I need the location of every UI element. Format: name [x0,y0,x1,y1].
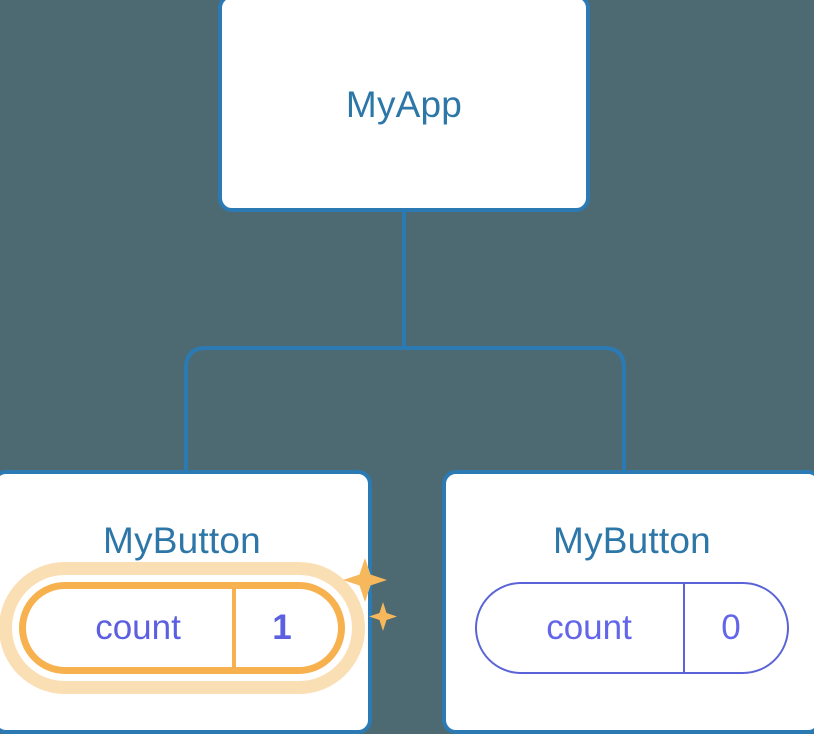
prop-pill-wrap-0: count 1 [0,558,397,674]
prop-key-0: count [95,608,181,647]
node-title-myapp: MyApp [345,84,463,125]
node-myapp[interactable]: MyApp [218,0,590,212]
node-title-mybutton-1: MyButton [553,520,711,561]
prop-divider-1 [683,584,685,672]
prop-value-0: 1 [272,608,292,647]
prop-key-1: count [546,608,632,647]
prop-divider-0 [232,589,236,667]
prop-pill-1[interactable]: count 0 [475,582,789,674]
node-mybutton-0[interactable]: MyButton count 1 [0,470,397,734]
connector-branch-right [404,346,626,470]
prop-pill-0[interactable]: count 1 [19,582,345,674]
prop-pill-holder-1: count 0 [475,582,789,674]
prop-pill-wrap-1: count 0 [446,582,814,674]
prop-pill-holder-0: count 1 [19,558,397,674]
node-mybutton-1[interactable]: MyButton count 0 [442,470,814,734]
node-title-mybutton-0: MyButton [103,520,261,561]
prop-value-1: 0 [721,608,741,647]
connector-branch-left [184,346,404,470]
